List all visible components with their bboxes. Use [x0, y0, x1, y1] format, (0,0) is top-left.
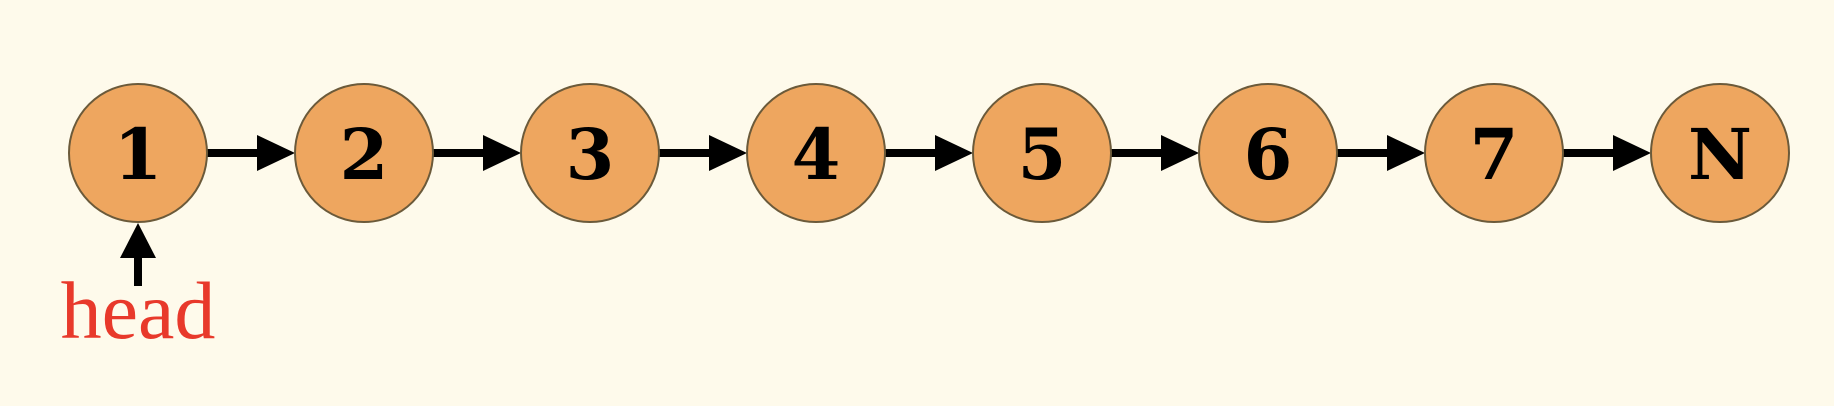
- node-circle: [1198, 83, 1338, 223]
- next-arrow: [207, 135, 295, 171]
- next-arrow: [885, 135, 973, 171]
- head-pointer-arrowhead: [120, 223, 156, 258]
- node-circle: [1650, 83, 1790, 223]
- node-circle: [972, 83, 1112, 223]
- next-arrowhead: [709, 135, 747, 171]
- next-arrowhead: [483, 135, 521, 171]
- head-label: head: [61, 265, 216, 356]
- node-label: 7: [1470, 113, 1519, 196]
- next-arrowhead: [1161, 135, 1199, 171]
- node-label: 1: [114, 113, 163, 196]
- head-pointer: head: [61, 223, 216, 356]
- node-circle: [294, 83, 434, 223]
- node-label: 3: [566, 113, 615, 196]
- node-label: 2: [340, 113, 389, 196]
- nodes-layer: 1 2 3 4 5 6 7 N: [68, 83, 1790, 223]
- next-arrowhead: [1613, 135, 1651, 171]
- node-label: N: [1688, 113, 1752, 196]
- list-node: 7: [1424, 83, 1564, 223]
- node-label: 4: [792, 113, 841, 196]
- node-label: 6: [1244, 113, 1293, 196]
- next-arrowhead: [935, 135, 973, 171]
- next-arrow: [1111, 135, 1199, 171]
- next-arrow: [433, 135, 521, 171]
- node-circle: [520, 83, 660, 223]
- node-circle: [746, 83, 886, 223]
- next-arrowhead: [257, 135, 295, 171]
- list-node: 5: [972, 83, 1112, 223]
- list-node: 2: [294, 83, 434, 223]
- node-circle: [68, 83, 208, 223]
- list-node: 4: [746, 83, 886, 223]
- node-label: 5: [1018, 113, 1067, 196]
- list-node: 6: [1198, 83, 1338, 223]
- node-circle: [1424, 83, 1564, 223]
- list-node: N: [1650, 83, 1790, 223]
- list-node: 3: [520, 83, 660, 223]
- next-arrow: [659, 135, 747, 171]
- edges-layer: [207, 135, 1651, 171]
- next-arrow: [1337, 135, 1425, 171]
- next-arrowhead: [1387, 135, 1425, 171]
- next-arrow: [1563, 135, 1651, 171]
- list-node: 1: [68, 83, 208, 223]
